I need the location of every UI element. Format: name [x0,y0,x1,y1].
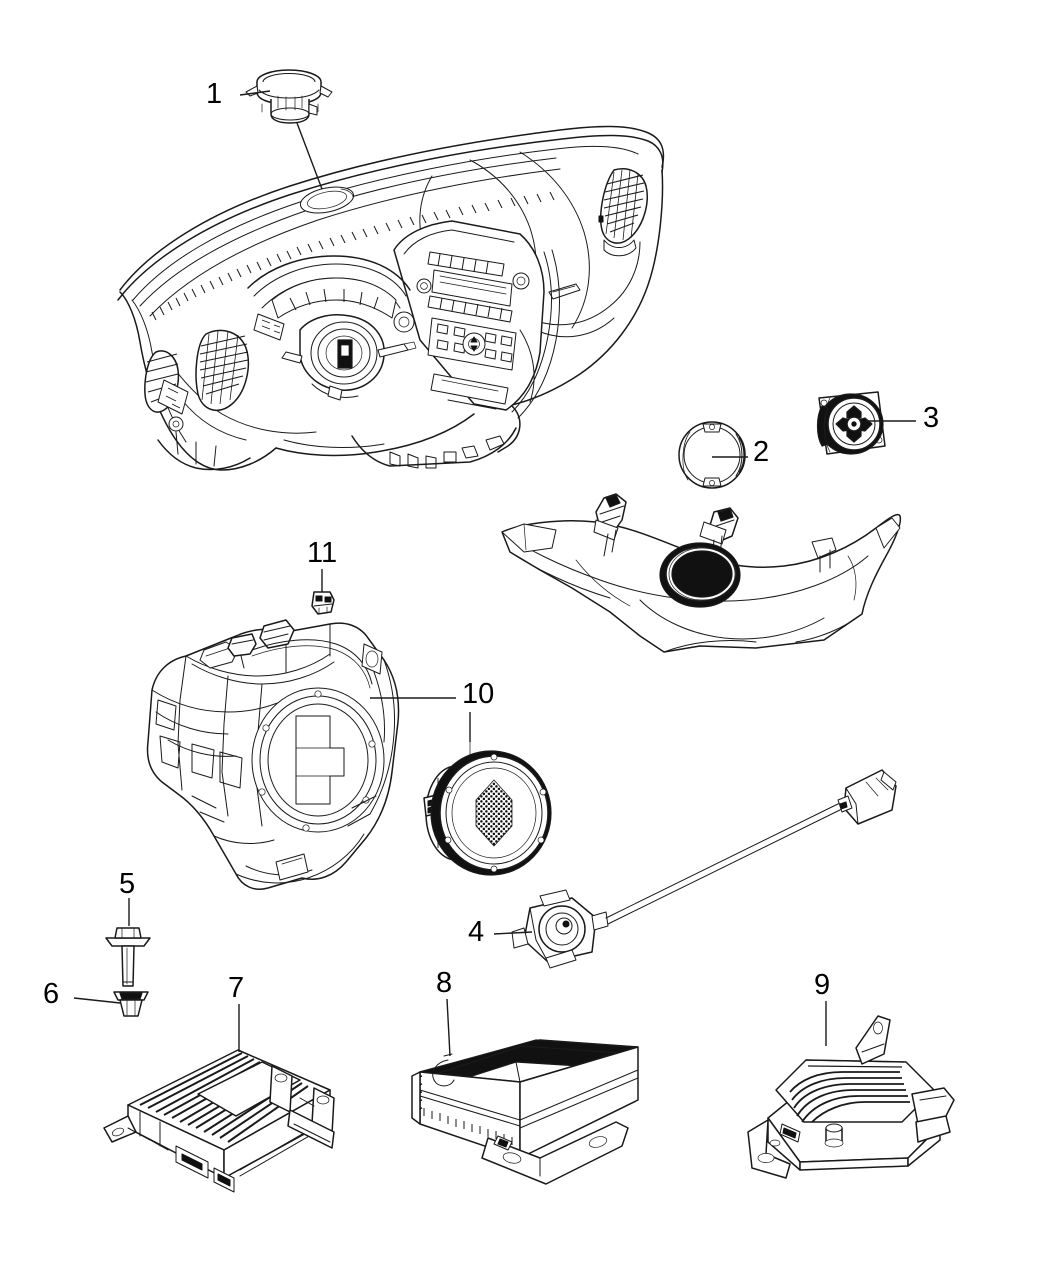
part-4-antenna-module-with-cable [511,769,897,969]
callout-number-5[interactable]: 5 [119,868,136,900]
serpentine-heatsink-fins [789,1071,910,1123]
part-7-amplifier-module [103,1049,335,1193]
speaker-mesh-dustcap [475,779,513,847]
callout-number-10[interactable]: 10 [462,678,495,710]
callout-number-4[interactable]: 4 [468,916,485,948]
passenger-air-vent [599,168,648,257]
callout-number-8[interactable]: 8 [436,967,453,999]
part-11-wiring-harness-clip [311,591,335,615]
callout-number-1[interactable]: 1 [206,78,223,110]
hvac-blower-housing-subwoofer-enclosure [146,619,400,890]
callout-number-3[interactable]: 3 [923,402,940,434]
callout-number-2[interactable]: 2 [753,436,770,468]
callout-number-7[interactable]: 7 [228,972,245,1004]
callout-number-6[interactable]: 6 [43,978,60,1010]
part-3-speaker-assembly [816,391,886,455]
center-stack-bezel [393,220,545,411]
callout-number-11[interactable]: 11 [307,537,338,569]
instrument-panel-assembly [117,125,665,471]
part-9-amplifier-with-heatsink [747,1015,955,1179]
part-1-tweeter-speaker [245,69,333,198]
part-6-push-in-nut [113,991,149,1017]
driver-air-vent [195,329,250,412]
callout-number-9[interactable]: 9 [814,969,831,1001]
part-8-receiver-module [411,1039,639,1185]
subwoofer-mounting-recess [251,687,385,833]
part-2-speaker-mounting-ring [678,421,746,489]
part-5-mounting-bolt [105,927,151,987]
part-10-subwoofer-speaker [423,741,552,876]
callout-leader-lines [73,90,916,1057]
floor-console-duct-panel-assembly [501,493,902,653]
